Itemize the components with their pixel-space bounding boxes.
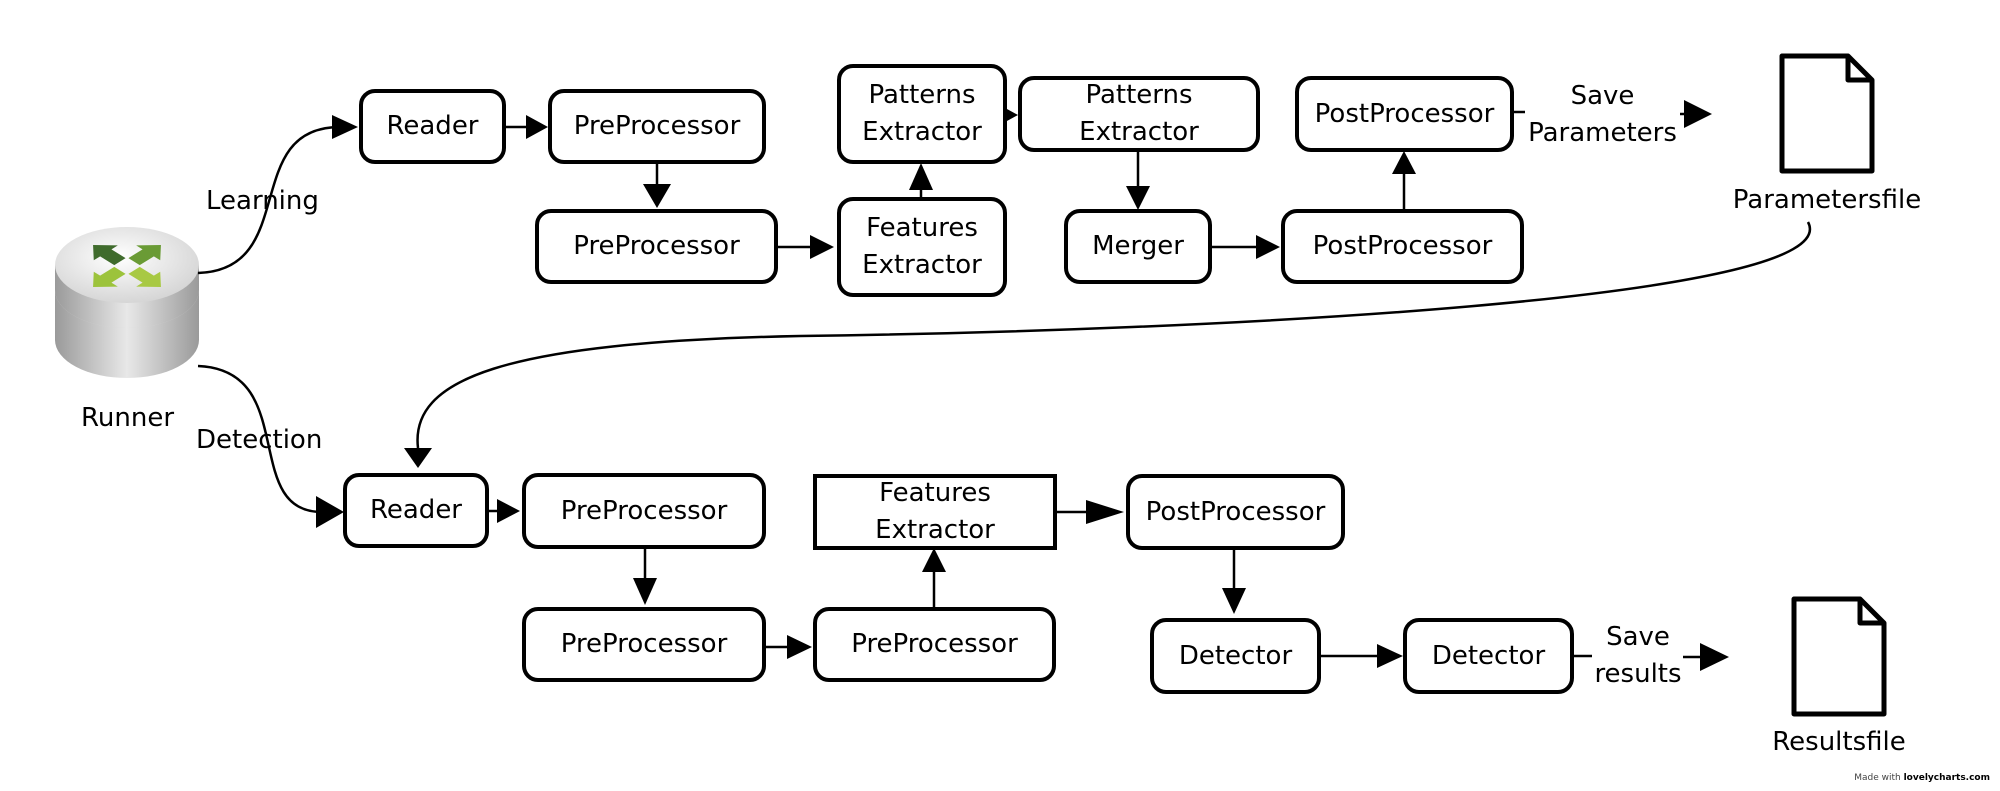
learning-features-extractor-node[interactable]: Features Extractor <box>837 197 1007 297</box>
made-with-credit[interactable]: Made with lovelycharts.com <box>1854 773 1990 783</box>
connector-runner-detection <box>197 364 323 514</box>
connector-parameters-to-reader <box>416 221 1812 449</box>
save-parameters-line-1: Save <box>1570 81 1635 111</box>
detection-preprocessor-node-3[interactable]: PreProcessor <box>813 607 1056 682</box>
detection-reader-node[interactable]: Reader <box>343 473 489 548</box>
learning-features-extractor-line-1: Features <box>866 213 978 243</box>
runner-label: Runner <box>81 403 175 433</box>
results-file-icon[interactable] <box>1791 596 1887 717</box>
learning-preprocessor-node-1[interactable]: PreProcessor <box>548 89 766 164</box>
learning-patterns-extractor-node-2[interactable]: Patterns Extractor <box>1018 76 1260 152</box>
results-file-label: Resultsfile <box>1772 727 1906 757</box>
detection-detector-node-1[interactable]: Detector <box>1150 618 1321 694</box>
learning-merger-node[interactable]: Merger <box>1064 209 1212 284</box>
save-results-line-1: Save <box>1606 622 1670 652</box>
connector-runner-learning <box>197 125 341 275</box>
runner-icon[interactable] <box>55 227 199 378</box>
detection-features-extractor-node[interactable]: Features Extractor <box>813 474 1057 550</box>
detection-edge-label: Detection <box>196 425 323 455</box>
learning-preprocessor-node-2[interactable]: PreProcessor <box>535 209 778 284</box>
learning-postprocessor-node-2[interactable]: PostProcessor <box>1281 209 1524 284</box>
learning-patterns-extractor-1-line-1: Patterns <box>868 80 976 110</box>
learning-patterns-extractor-node-1[interactable]: Patterns Extractor <box>837 64 1007 164</box>
arrow-heads <box>316 100 1729 671</box>
detection-detector-node-2[interactable]: Detector <box>1403 618 1574 694</box>
learning-patterns-extractor-2-line-1: Patterns <box>1085 80 1193 110</box>
learning-postprocessor-node-1[interactable]: PostProcessor <box>1295 76 1514 152</box>
detection-postprocessor-node[interactable]: PostProcessor <box>1126 474 1345 550</box>
learning-reader-node[interactable]: Reader <box>359 89 506 164</box>
save-results-label: Save results <box>1588 619 1688 693</box>
learning-patterns-extractor-1-line-2: Extractor <box>862 117 982 147</box>
detection-preprocessor-node-2[interactable]: PreProcessor <box>522 607 766 682</box>
detection-features-extractor-line-1: Features <box>879 478 991 508</box>
learning-patterns-extractor-2-line-2: Extractor <box>1079 117 1199 147</box>
made-with-text: Made with <box>1854 773 1901 783</box>
brand-name: lovelycharts.com <box>1903 773 1990 783</box>
save-parameters-label: Save Parameters <box>1525 78 1680 152</box>
parameters-file-icon[interactable] <box>1779 53 1875 174</box>
detection-features-extractor-line-2: Extractor <box>875 515 995 545</box>
save-results-line-2: results <box>1594 659 1682 689</box>
parameters-file-label: Parametersfile <box>1732 185 1922 215</box>
save-parameters-line-2: Parameters <box>1528 118 1677 148</box>
detection-preprocessor-node-1[interactable]: PreProcessor <box>522 473 766 549</box>
learning-edge-label: Learning <box>206 186 319 216</box>
learning-features-extractor-line-2: Extractor <box>862 250 982 280</box>
